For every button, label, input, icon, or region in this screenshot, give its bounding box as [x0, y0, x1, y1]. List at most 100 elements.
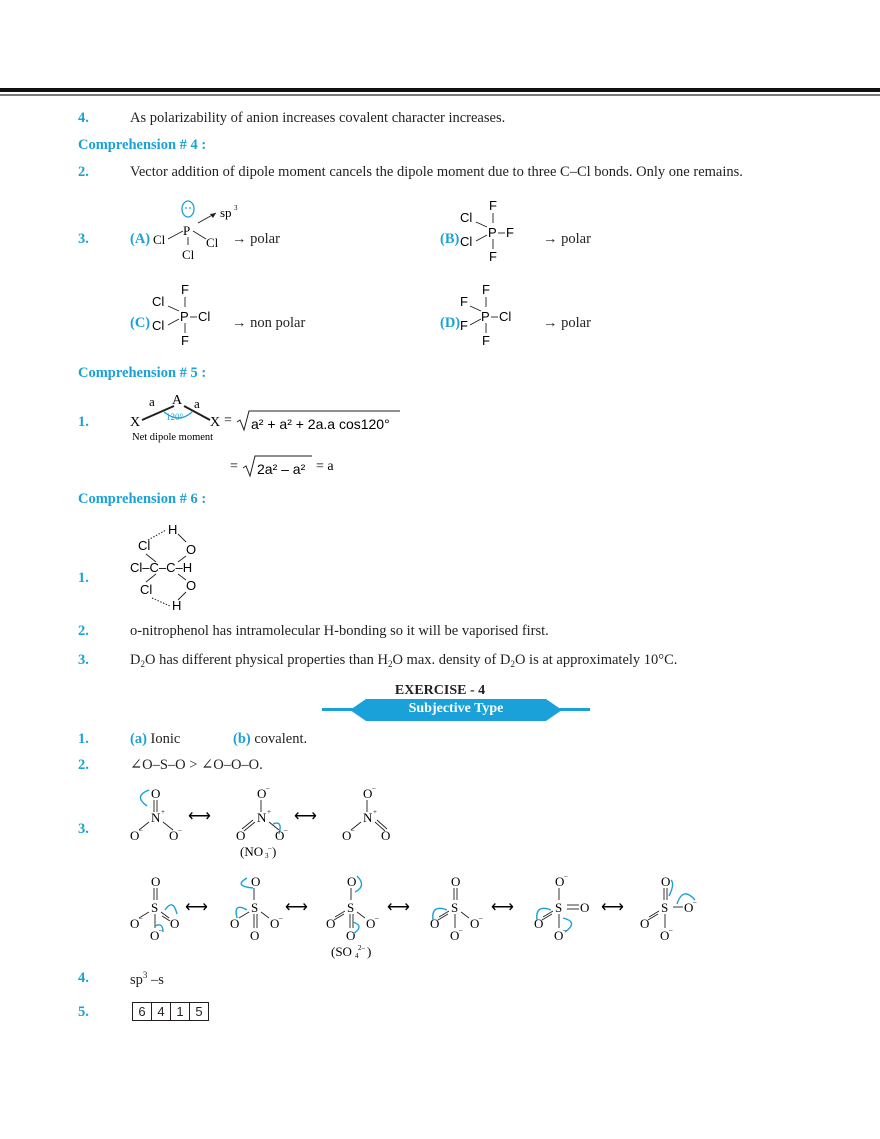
item-text: o-nitrophenol has intramolecular H-bondi… [130, 623, 549, 639]
item-number: 4. [78, 110, 89, 126]
svg-text:(SO: (SO [331, 944, 352, 959]
item-text-b: (b) covalent. [233, 731, 308, 747]
svg-text:O: O [257, 786, 266, 801]
svg-text:O: O [250, 928, 259, 943]
svg-text:O: O [150, 928, 159, 943]
svg-text:⟷: ⟷ [491, 899, 514, 916]
svg-text:O: O [236, 828, 245, 843]
svg-text:a: a [149, 394, 155, 409]
option-label-b: (B) [440, 231, 460, 247]
svg-text:O: O [151, 874, 160, 889]
svg-text:3: 3 [234, 204, 238, 212]
svg-text:–: – [692, 898, 697, 906]
svg-text:O: O [555, 874, 564, 889]
item-number: 3. [78, 821, 89, 837]
svg-text:–: – [374, 914, 379, 922]
svg-text:Cl–C–C–H: Cl–C–C–H [130, 560, 192, 575]
svg-text:F: F [489, 198, 497, 213]
svg-text:O: O [580, 900, 589, 915]
svg-text:–: – [138, 826, 143, 834]
svg-text:Cl: Cl [182, 247, 195, 262]
svg-text:P: P [183, 223, 190, 238]
svg-text:N: N [363, 810, 373, 825]
svg-text:S: S [347, 900, 354, 915]
exercise-banner [322, 699, 590, 721]
svg-text:Net dipole moment: Net dipole moment [132, 432, 213, 443]
svg-text:–: – [138, 914, 143, 922]
svg-text:⟷: ⟷ [294, 808, 317, 825]
svg-text:⟷: ⟷ [387, 899, 410, 916]
svg-text:O: O [151, 786, 160, 801]
svg-text:a² + a² + 2a.a cos120°: a² + a² + 2a.a cos120° [251, 416, 390, 432]
svg-text:O: O [270, 916, 279, 931]
dipole-diagram: a A a X 120° X Net dipole moment [130, 393, 220, 443]
svg-text:–: – [562, 926, 567, 934]
svg-text:= a: = a [316, 459, 334, 474]
svg-text:H: H [168, 522, 177, 537]
svg-text:–: – [177, 826, 182, 834]
svg-text:Cl: Cl [152, 294, 164, 309]
svg-text:(NO: (NO [240, 844, 263, 859]
svg-text:⟷: ⟷ [188, 808, 211, 825]
svg-text:4: 4 [355, 952, 359, 960]
equation-line-2: = 2a² – a² = a [230, 455, 334, 478]
result-c: → non polar [232, 315, 306, 331]
svg-text:P: P [481, 309, 490, 324]
result-d: → polar [543, 315, 591, 331]
svg-text:F: F [460, 318, 468, 333]
header-rule-thin [0, 94, 880, 96]
svg-text:+: + [267, 808, 271, 816]
svg-text:–: – [158, 926, 163, 934]
svg-text:O: O [347, 874, 356, 889]
svg-text:–: – [478, 914, 483, 922]
svg-text:Cl: Cl [140, 582, 152, 597]
svg-text:Cl: Cl [153, 232, 166, 247]
pcl3f2-structure: F Cl P Cl Cl F [152, 282, 210, 348]
svg-text:a: a [194, 396, 200, 411]
item-number: 1. [78, 570, 89, 586]
svg-text:H: H [172, 598, 181, 613]
item-number: 4. [78, 970, 89, 986]
svg-text:O: O [684, 900, 693, 915]
svg-text:=: = [230, 459, 238, 474]
svg-text:⟷: ⟷ [601, 899, 624, 916]
svg-text:P: P [180, 309, 189, 324]
svg-text:–: – [371, 784, 376, 792]
result-b: → polar [543, 231, 591, 247]
comprehension-5-heading: Comprehension # 5 : [78, 365, 207, 381]
svg-text:Cl: Cl [198, 309, 210, 324]
svg-text:2a² – a²: 2a² – a² [257, 461, 306, 477]
svg-text:Cl: Cl [138, 538, 150, 553]
item-number: 5. [78, 1004, 89, 1020]
svg-text:): ) [367, 944, 371, 959]
svg-text:+: + [161, 808, 165, 816]
svg-text:O: O [534, 916, 543, 931]
svg-text:X: X [210, 415, 220, 430]
svg-text:–: – [458, 926, 463, 934]
item-number: 1. [78, 731, 89, 747]
svg-text:O: O [186, 542, 196, 557]
svg-text:F: F [506, 225, 514, 240]
svg-text:X: X [130, 415, 140, 430]
comprehension-6-heading: Comprehension # 6 : [78, 491, 207, 507]
svg-text:–: – [283, 826, 288, 834]
svg-text:–: – [563, 872, 568, 880]
svg-text:S: S [555, 900, 562, 915]
item-text: (a) Ionic [130, 731, 181, 747]
svg-text:120°: 120° [166, 412, 184, 422]
pcl2f3-structure: F Cl P F Cl F [460, 198, 514, 264]
pf4cl-structure: F F P Cl F F [460, 282, 511, 348]
svg-text:–: – [265, 784, 270, 792]
svg-text:F: F [482, 333, 490, 348]
svg-text:⟷: ⟷ [285, 899, 308, 916]
svg-text:O: O [251, 874, 260, 889]
item-number: 2. [78, 757, 89, 773]
svg-text:A: A [172, 393, 183, 408]
option-label-c: (C) [130, 315, 151, 331]
svg-text:Cl: Cl [152, 318, 164, 333]
svg-text:–: – [278, 914, 283, 922]
item-text: ∠O–S–O > ∠O–O–O. [130, 757, 263, 773]
svg-text:O: O [554, 928, 563, 943]
svg-text:Cl: Cl [499, 309, 511, 324]
